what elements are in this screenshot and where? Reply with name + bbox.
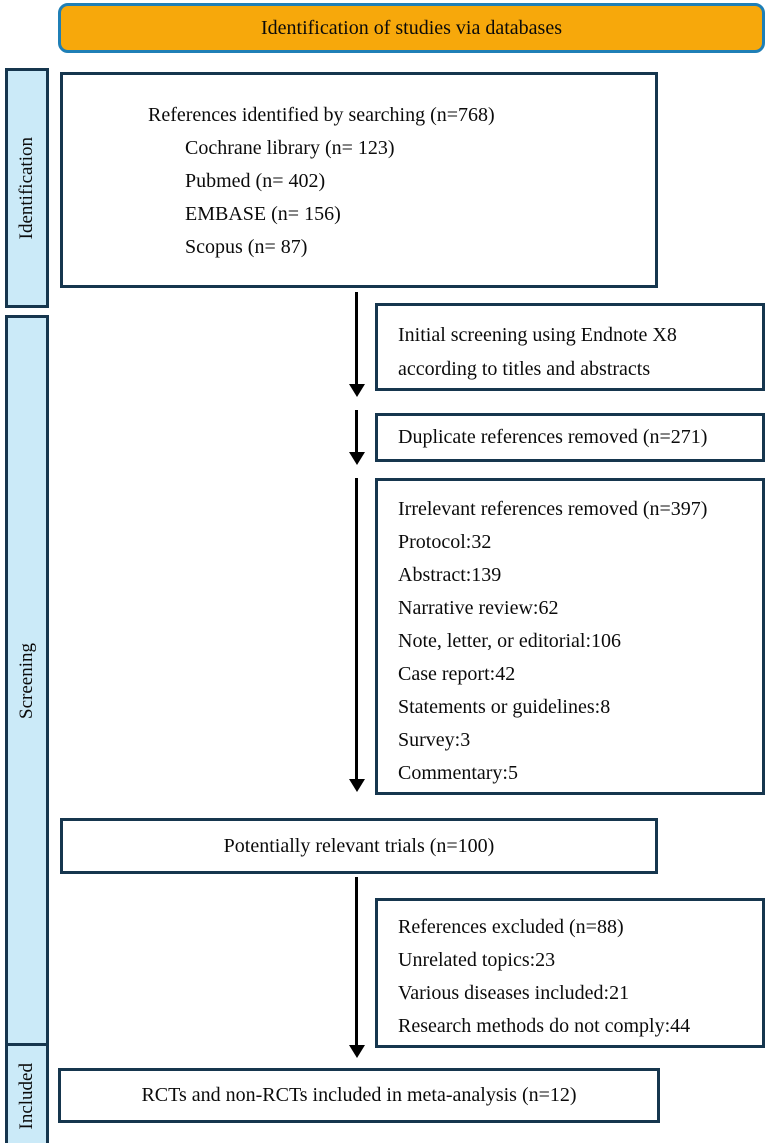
- stage-label-screening: Screening: [16, 642, 37, 719]
- box-irrelevant-removed-title: Irrelevant references removed (n=397): [398, 498, 708, 520]
- stage-label-identification: Identification: [16, 136, 37, 240]
- arrowhead-icon: [348, 452, 365, 465]
- diagram-title: Identification of studies via databases: [260, 16, 562, 39]
- list-line: Narrative review:62: [398, 597, 559, 619]
- list-line: Various diseases included:21: [398, 982, 630, 1004]
- stage-label-included: Included: [16, 1062, 37, 1130]
- list-line: Research methods do not comply:44: [398, 1015, 691, 1037]
- arrow-shaft: [355, 478, 358, 779]
- box-initial-screening-line2: according to titles and abstracts: [398, 358, 651, 380]
- list-line: Note, letter, or editorial:106: [398, 630, 622, 652]
- arrow-down-4: [348, 877, 365, 1058]
- list-line: Abstract:139: [398, 564, 502, 586]
- arrowhead-icon: [348, 1045, 365, 1058]
- arrow-shaft: [355, 292, 358, 384]
- box-duplicates-removed: Duplicate references removed (n=271): [375, 413, 765, 462]
- list-line: Unrelated topics:23: [398, 949, 556, 971]
- arrow-shaft: [355, 877, 358, 1045]
- box-references-identified-sources: Cochrane library (n= 123) Pubmed (n= 402)…: [148, 132, 645, 264]
- box-initial-screening-line1: Initial screening using Endnote X8: [398, 324, 677, 346]
- arrow-shaft: [355, 410, 358, 452]
- list-line: EMBASE (n= 156): [185, 203, 341, 225]
- list-line: Cochrane library (n= 123): [185, 137, 395, 159]
- box-references-identified: References identified by searching (n=76…: [60, 72, 658, 288]
- arrowhead-icon: [348, 384, 365, 397]
- stage-bar-included: Included: [5, 1043, 49, 1143]
- list-line: Case report:42: [398, 663, 516, 685]
- stage-bar-screening: Screening: [5, 315, 49, 1046]
- box-irrelevant-removed: Irrelevant references removed (n=397) Pr…: [375, 478, 765, 795]
- box-potentially-relevant-text: Potentially relevant trials (n=100): [223, 834, 495, 857]
- box-references-excluded: References excluded (n=88) Unrelated top…: [375, 898, 765, 1048]
- arrow-down-2: [348, 410, 365, 465]
- list-line: Commentary:5: [398, 762, 518, 784]
- box-included-studies-text: RCTs and non-RCTs included in meta-analy…: [141, 1084, 577, 1106]
- arrow-down-3: [348, 478, 365, 792]
- stage-bar-identification: Identification: [5, 68, 49, 308]
- box-initial-screening: Initial screening using Endnote X8 accor…: [375, 303, 765, 391]
- list-line: Pubmed (n= 402): [185, 170, 326, 192]
- list-line: Statements or guidelines:8: [398, 696, 611, 718]
- box-references-identified-title: References identified by searching (n=76…: [148, 104, 495, 126]
- arrowhead-icon: [348, 779, 365, 792]
- title-banner: Identification of studies via databases: [58, 3, 765, 53]
- list-line: Survey:3: [398, 729, 471, 751]
- box-potentially-relevant: Potentially relevant trials (n=100): [60, 818, 658, 874]
- box-included-studies: RCTs and non-RCTs included in meta-analy…: [58, 1068, 660, 1123]
- list-line: Scopus (n= 87): [185, 236, 308, 258]
- box-references-excluded-title: References excluded (n=88): [398, 916, 624, 938]
- box-duplicates-removed-text: Duplicate references removed (n=271): [398, 426, 708, 448]
- arrow-down-1: [348, 292, 365, 397]
- list-line: Protocol:32: [398, 531, 492, 553]
